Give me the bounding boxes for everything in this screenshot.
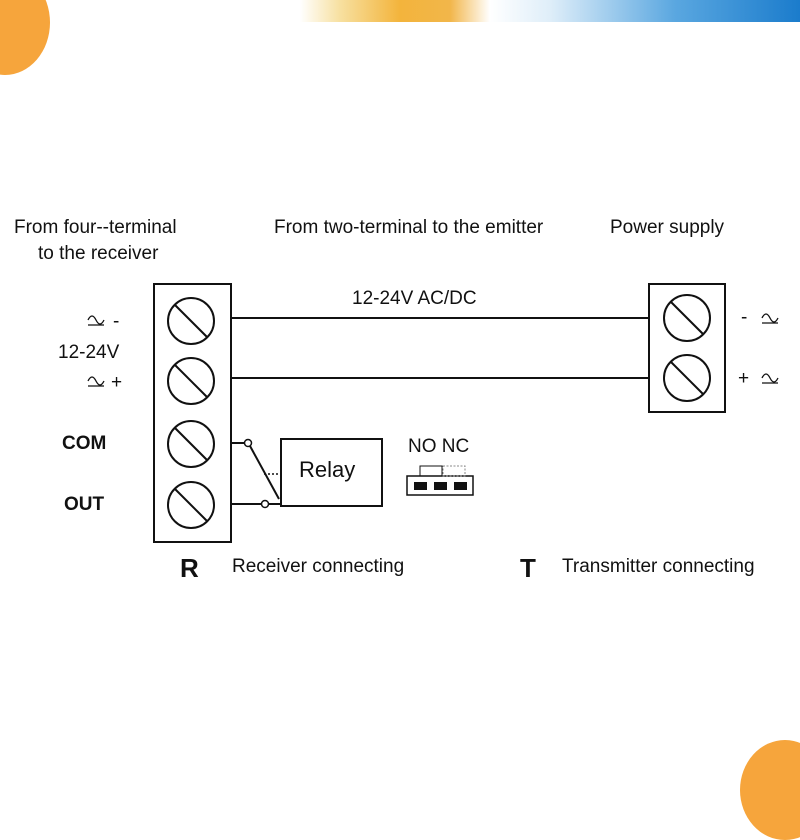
screw-terminal-icon (167, 297, 215, 345)
heading-emitter: From two-terminal to the emitter (274, 217, 544, 238)
heading-receiver-line2: to the receiver (38, 243, 159, 264)
out-contact-dot (260, 499, 270, 509)
screw-terminal-icon (167, 357, 215, 405)
screw-terminal-icon (663, 294, 711, 342)
relay-box (280, 438, 383, 507)
legend-t-letter: T (520, 553, 536, 583)
legend-r-text: Receiver connecting (232, 556, 405, 577)
out-label: OUT (64, 494, 105, 515)
right-minus-label: - (741, 307, 748, 328)
heading-receiver-line1: From four--terminal (14, 217, 177, 238)
left-minus-label: - (113, 311, 120, 332)
screw-terminal-icon (167, 420, 215, 468)
com-label: COM (62, 433, 107, 454)
relay-label: Relay (299, 457, 356, 482)
com-contact-dot (243, 438, 253, 448)
screw-terminal-icon (663, 354, 711, 402)
left-plus-label: + (111, 372, 123, 393)
top-gradient-band (300, 0, 800, 22)
legend-r-letter: R (180, 553, 199, 583)
power-supply-terminal-block (648, 283, 726, 413)
ac-dc-symbol-icon (761, 373, 779, 384)
relay-switch-contact (249, 445, 280, 500)
ac-dc-symbol-icon (87, 376, 105, 387)
heading-power-supply: Power supply (610, 217, 725, 238)
right-plus-label: + (738, 368, 750, 389)
left-voltage-label: 12-24V (58, 342, 120, 363)
ac-dc-symbol-icon (87, 315, 105, 326)
ac-dc-symbol-icon (761, 313, 779, 324)
wire-voltage-label: 12-24V AC/DC (352, 288, 477, 309)
screw-terminal-icon (167, 481, 215, 529)
receiver-terminal-block (153, 283, 232, 543)
legend-t-text: Transmitter connecting (562, 556, 755, 577)
jumper-icon (406, 465, 474, 496)
wiring-diagram (87, 283, 779, 543)
jumper-label: NO NC (408, 436, 470, 457)
